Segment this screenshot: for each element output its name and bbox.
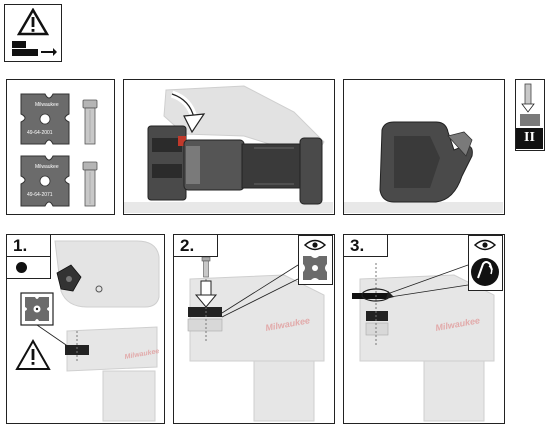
eye-icon [303, 239, 327, 251]
head-closeup-panel [343, 79, 505, 215]
eye-icon [473, 239, 497, 251]
step-number: 2. [174, 235, 218, 257]
head-closeup-illustration [344, 121, 503, 213]
warning-remove-panel [4, 4, 62, 62]
step-number: 1. [7, 235, 51, 257]
step-1-illustration: Milwaukee [15, 240, 160, 422]
top-pin [82, 99, 98, 145]
torque-inspect-callout [468, 235, 503, 291]
warning-icon [17, 8, 49, 36]
die-inspect-callout [298, 235, 333, 285]
dies-panel: Milwaukee 49-64-2001 Milwaukee 49-64-207… [6, 79, 115, 215]
tool-illustration [124, 85, 333, 213]
pin-insert-icon [520, 83, 540, 126]
remove-head-icon [12, 41, 57, 56]
step-2-panel: 2. Milwaukee [173, 234, 335, 424]
tool-remove-head-panel [123, 79, 335, 215]
step-2-illustration: Milwaukee [187, 256, 325, 422]
top-die-part: 49-64-2001 [27, 130, 53, 136]
bullet-icon [16, 262, 27, 273]
step-bullet [7, 257, 51, 279]
warning-icon [15, 338, 51, 370]
step-3-panel: 3. Milwaukee [343, 234, 505, 424]
top-die-brand: Milwaukee [35, 102, 59, 108]
top-die: Milwaukee 49-64-2001 [20, 93, 70, 145]
step-3-illustration: Milwaukee [352, 263, 495, 422]
die-set-illustration: Milwaukee 49-64-2001 Milwaukee 49-64-207… [20, 93, 98, 207]
bottom-die-brand: Milwaukee [35, 164, 59, 170]
step-1-panel: 1. Milwaukee [6, 234, 165, 424]
step-two-badge: II [516, 128, 543, 149]
torque-wrench-icon [471, 258, 499, 286]
step-number: 3. [344, 235, 388, 257]
insert-pin-badge: II [515, 79, 545, 151]
bottom-die: Milwaukee 49-64-2071 [20, 155, 70, 207]
die-insert-icon [303, 256, 327, 280]
bottom-die-part: 49-64-2071 [27, 192, 53, 198]
bottom-pin [82, 161, 98, 207]
